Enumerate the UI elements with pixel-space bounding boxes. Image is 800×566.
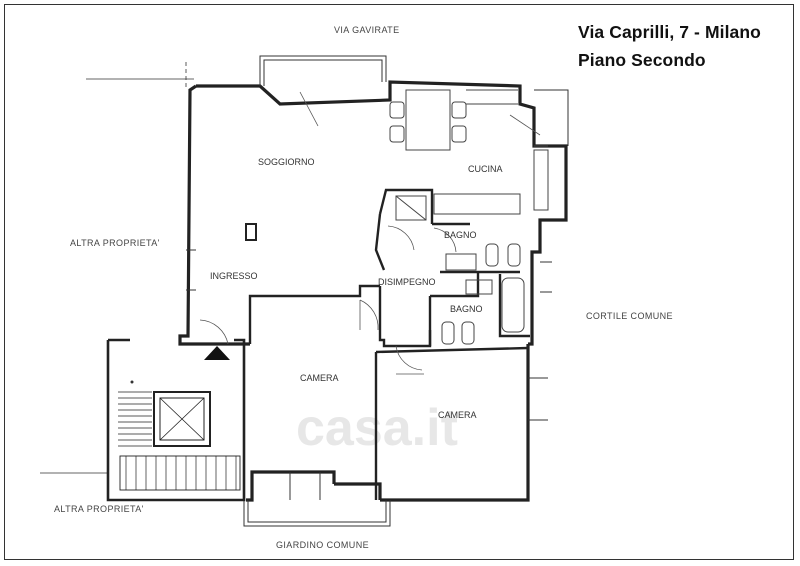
room-label-bagno-1: BAGNO (444, 230, 477, 240)
room-label-camera-1: CAMERA (300, 373, 339, 383)
kitchen-counter (433, 145, 549, 215)
dining-table (389, 89, 518, 151)
stairwell (106, 338, 246, 502)
room-label-ingresso: INGRESSO (210, 271, 258, 281)
neighbor-label-left-lower: ALTRA PROPRIETA' (54, 504, 144, 514)
column (245, 223, 257, 241)
balcony-right (534, 89, 569, 146)
room-label-cucina: CUCINA (468, 164, 503, 174)
balcony-bottom (243, 500, 391, 527)
street-label-bottom: GIARDINO COMUNE (276, 540, 369, 550)
door-swings (199, 91, 541, 375)
street-label-top: VIA GAVIRATE (334, 25, 399, 35)
room-label-bagno-2: BAGNO (450, 304, 483, 314)
page-frame (4, 4, 794, 560)
room-label-soggiorno: SOGGIORNO (258, 157, 315, 167)
bathroom-fixtures (395, 195, 525, 345)
address-title: Via Caprilli, 7 - Milano (578, 22, 761, 42)
entry-arrow-icon (204, 346, 230, 360)
exterior-walls (178, 80, 568, 502)
windows (186, 249, 552, 500)
neighbor-label-left: ALTRA PROPRIETA' (70, 238, 160, 248)
room-label-camera-2: CAMERA (438, 410, 477, 420)
boundary-lines (40, 62, 194, 474)
floor-title: Piano Secondo (578, 50, 706, 70)
balcony-top (259, 55, 387, 86)
courtyard-label-right: CORTILE COMUNE (586, 311, 673, 321)
interior-walls (248, 188, 530, 500)
room-label-disimpegno: DISIMPEGNO (378, 277, 436, 287)
